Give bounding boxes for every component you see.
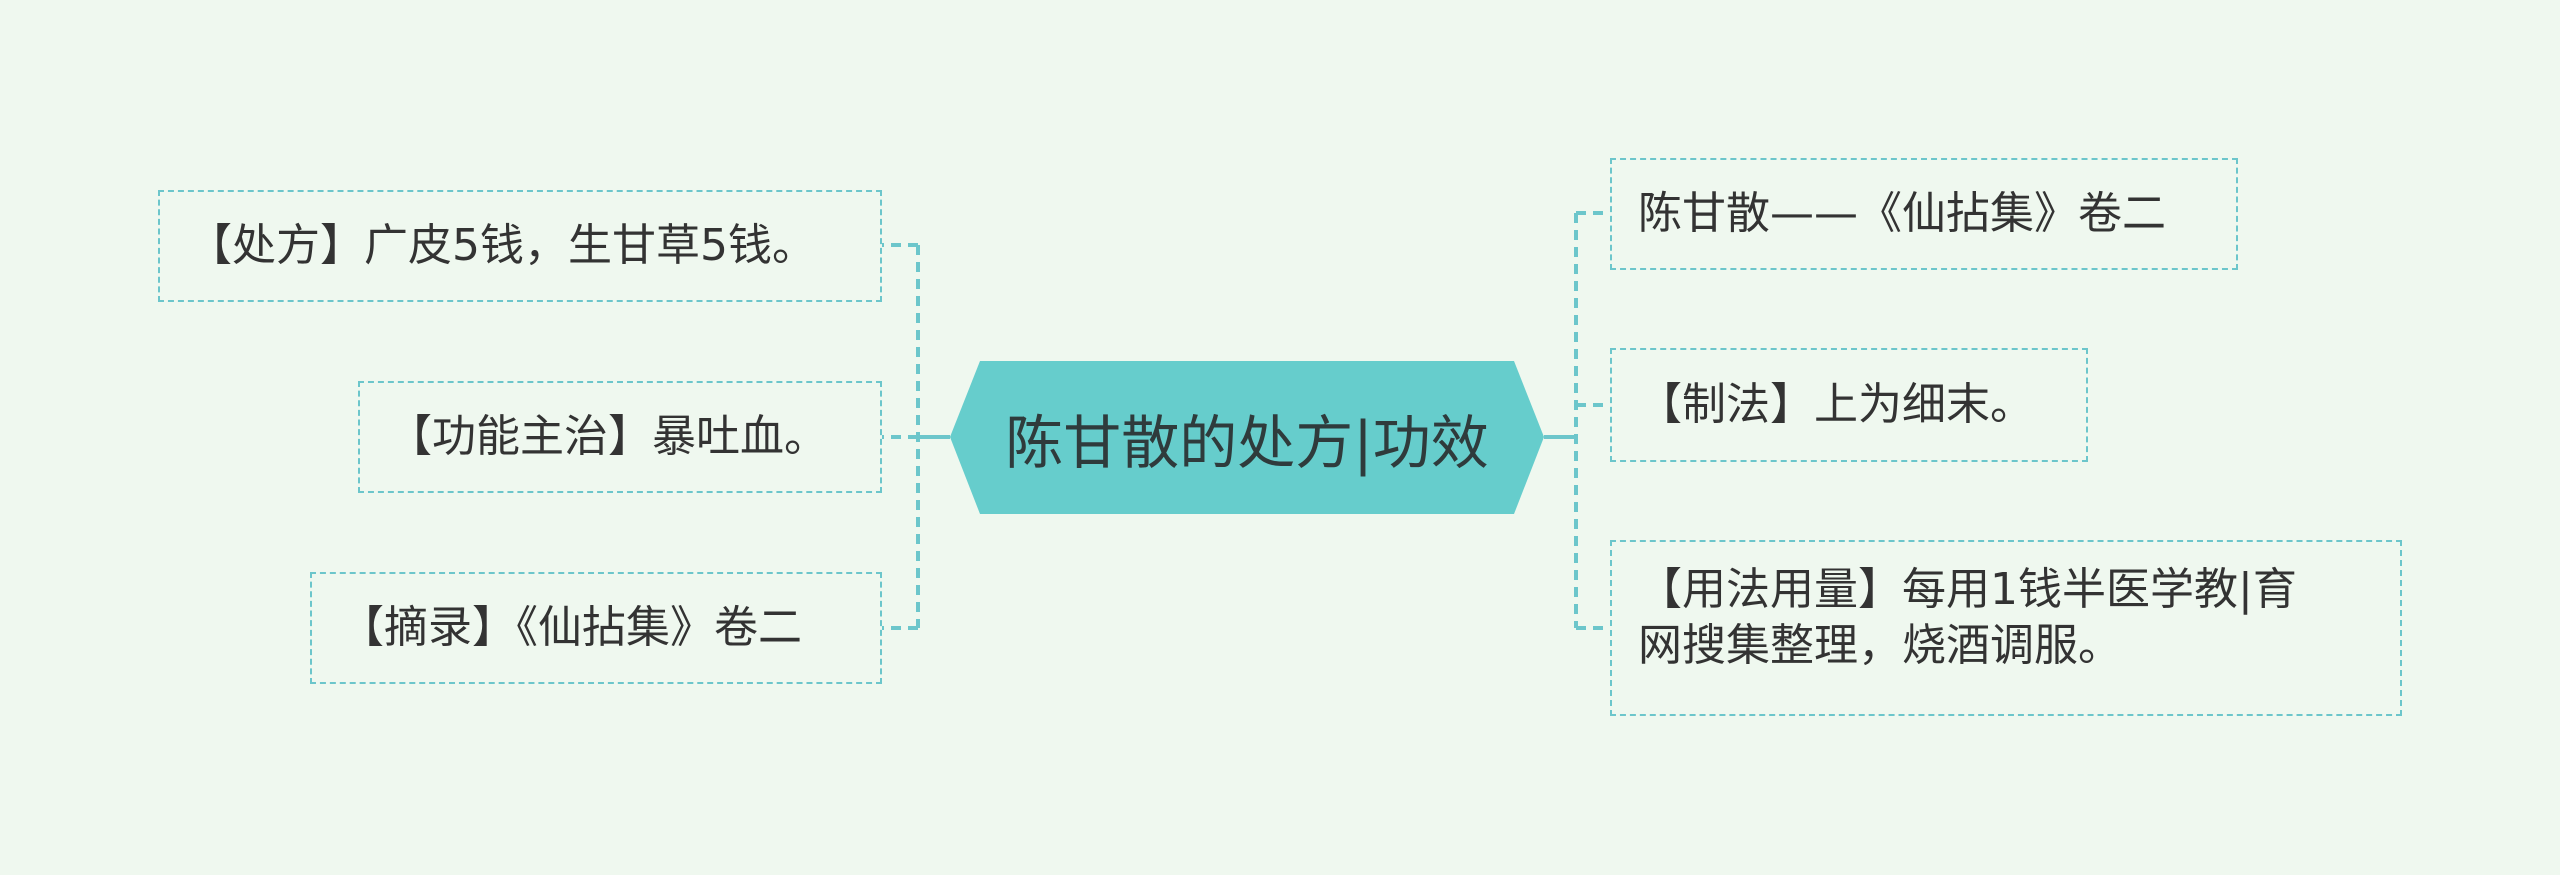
- right-node-title[interactable]: 陈甘散——《仙拈集》卷二: [1610, 158, 2238, 270]
- left-node-excerpt-label: 【摘录】《仙拈集》卷二: [340, 602, 802, 653]
- left-node-indications[interactable]: 【功能主治】暴吐血。: [358, 381, 882, 493]
- right-node-usage-line1: 【用法用量】每用1钱半医学教|育: [1638, 564, 2297, 615]
- right-node-preparation[interactable]: 【制法】上为细末。: [1610, 348, 2088, 462]
- right-node-usage[interactable]: 【用法用量】每用1钱半医学教|育 网搜集整理，烧酒调服。: [1610, 540, 2402, 716]
- right-node-usage-text: 【用法用量】每用1钱半医学教|育 网搜集整理，烧酒调服。: [1638, 562, 2297, 674]
- center-topic-shape: [950, 361, 1544, 514]
- center-topic[interactable]: 陈甘散的处方|功效: [950, 361, 1544, 514]
- center-topic-label: 陈甘散的处方|功效: [1005, 408, 1489, 477]
- right-node-preparation-label: 【制法】上为细末。: [1638, 379, 2034, 430]
- right-node-usage-line2: 网搜集整理，烧酒调服。: [1638, 620, 2122, 671]
- left-node-excerpt[interactable]: 【摘录】《仙拈集》卷二: [310, 572, 882, 684]
- left-node-indications-label: 【功能主治】暴吐血。: [388, 411, 828, 462]
- left-node-prescription[interactable]: 【处方】广皮5钱，生甘草5钱。: [158, 190, 882, 302]
- left-node-prescription-label: 【处方】广皮5钱，生甘草5钱。: [188, 220, 816, 271]
- right-node-title-label: 陈甘散——《仙拈集》卷二: [1638, 188, 2166, 239]
